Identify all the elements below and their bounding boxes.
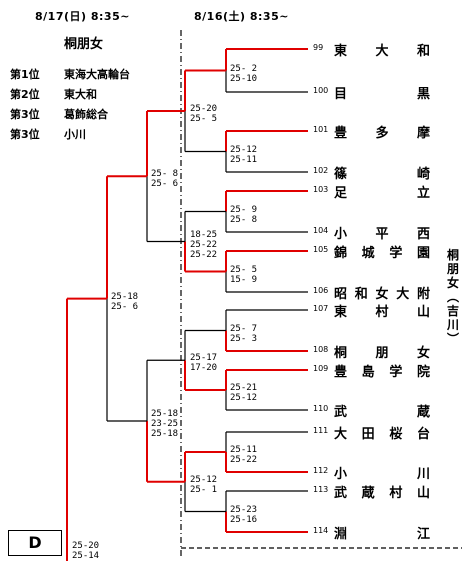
team-number: 99 (313, 43, 324, 52)
team-name: 桐朋女 (334, 346, 430, 361)
team-name: 目黒 (334, 87, 430, 102)
team-name: 昭和女大附 (334, 287, 430, 302)
team-number: 114 (313, 526, 329, 535)
team-name: 小平西 (334, 227, 430, 242)
block-label: D (8, 530, 62, 556)
team-name: 大田桜台 (334, 427, 430, 442)
rank-label: 第3位 (10, 108, 40, 121)
team-name: 東大和 (334, 44, 430, 59)
rank-label: 第1位 (10, 68, 40, 81)
team-number: 108 (313, 345, 329, 354)
team-number: 107 (313, 304, 329, 313)
team-number: 109 (313, 364, 329, 373)
team-number: 105 (313, 245, 329, 254)
winner-name: 桐朋女 (64, 37, 104, 52)
team-number: 102 (313, 166, 329, 175)
date-day2: 8/17(日) 8:35~ (35, 10, 130, 23)
team-number: 112 (313, 466, 329, 475)
side-label: 桐朋女︵吉川︶ (446, 248, 459, 346)
team-number: 111 (313, 426, 329, 435)
team-name: 錦城学園 (334, 246, 430, 261)
team-number: 110 (313, 404, 329, 413)
team-number: 101 (313, 125, 329, 134)
rank-school: 小川 (64, 128, 86, 141)
team-name: 東村山 (334, 305, 430, 320)
team-name: 小川 (334, 467, 430, 482)
rank-label: 第2位 (10, 88, 40, 101)
team-name: 足立 (334, 186, 430, 201)
team-name: 豊多摩 (334, 126, 430, 141)
team-name: 篠崎 (334, 167, 430, 182)
team-name: 豊島学院 (334, 365, 430, 380)
team-number: 106 (313, 286, 329, 295)
team-number: 104 (313, 226, 329, 235)
rank-school: 東大和 (64, 88, 97, 101)
team-name: 武蔵 (334, 405, 430, 420)
rank-school: 東海大高輪台 (64, 68, 130, 81)
team-number: 113 (313, 485, 329, 494)
team-number: 100 (313, 86, 329, 95)
team-name: 武蔵村山 (334, 486, 430, 501)
date-day1: 8/16(土) 8:35~ (194, 10, 289, 23)
rank-school: 葛飾総合 (64, 108, 108, 121)
team-name: 淵江 (334, 527, 430, 542)
team-number: 103 (313, 185, 329, 194)
rank-label: 第3位 (10, 128, 40, 141)
